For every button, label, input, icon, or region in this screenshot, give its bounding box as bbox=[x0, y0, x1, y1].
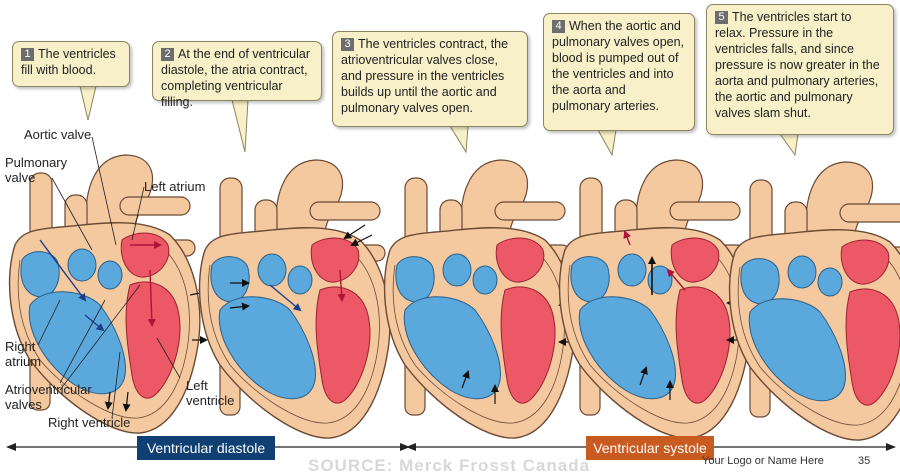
step-1-text: The ventricles fill with blood. bbox=[21, 47, 116, 77]
label-aortic-valve: Aortic valve bbox=[24, 127, 92, 142]
step-1-number: 1 bbox=[21, 48, 34, 61]
step-3-text: The ventricles contract, the atrioventri… bbox=[341, 37, 509, 115]
source-watermark: SOURCE: Merck Frosst Canada bbox=[308, 456, 591, 475]
phase-systole: Ventricular systole bbox=[586, 436, 714, 460]
heart-stage-5 bbox=[728, 161, 900, 441]
step-4-text: When the aortic and pulmonary valves ope… bbox=[552, 19, 685, 113]
heart-stage-2 bbox=[198, 159, 391, 439]
phase-diastole: Ventricular diastole bbox=[137, 436, 275, 460]
step-5-text: The ventricles start to relax. Pressure … bbox=[715, 10, 880, 120]
footer-logo-text: Your Logo or Name Here bbox=[702, 455, 824, 467]
label-av-valves: Atrioventricular valves bbox=[5, 382, 92, 412]
callout-pointers bbox=[79, 85, 799, 157]
step-2-number: 2 bbox=[161, 48, 174, 61]
step-4-number: 4 bbox=[552, 20, 565, 33]
heart-stage-4 bbox=[558, 159, 751, 439]
step-5-number: 5 bbox=[715, 11, 728, 24]
heart-stage-1 bbox=[8, 154, 208, 434]
step-2-text: At the end of ventricular diastole, the … bbox=[161, 47, 311, 109]
label-right-ventricle: Right ventricle bbox=[48, 415, 131, 430]
label-right-atrium: Right atrium bbox=[5, 339, 42, 369]
heart-stage-3 bbox=[383, 159, 579, 439]
label-pulmonary-valve: Pulmonary valve bbox=[5, 155, 68, 185]
leader-lines bbox=[37, 136, 181, 419]
label-left-ventricle: Left ventricle bbox=[186, 378, 235, 408]
label-left-atrium: Left atrium bbox=[144, 179, 206, 194]
step-3-number: 3 bbox=[341, 38, 354, 51]
page-number: 35 bbox=[858, 455, 871, 467]
